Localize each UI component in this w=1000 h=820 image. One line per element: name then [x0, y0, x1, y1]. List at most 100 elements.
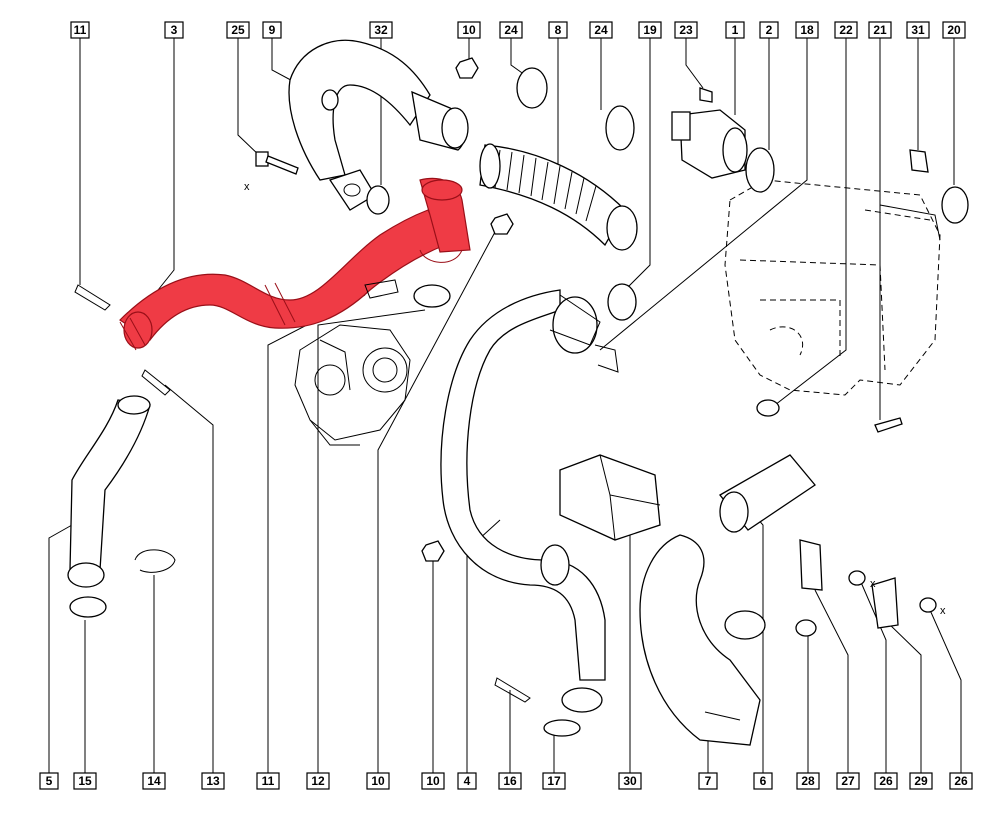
- callout-label: 7: [698, 772, 718, 790]
- callout-label: 20: [942, 21, 966, 39]
- part-11-clip-left: [74, 284, 111, 311]
- svg-text:10: 10: [371, 774, 385, 788]
- callout-label: 5: [39, 772, 59, 790]
- part-21-bolt: [874, 417, 903, 433]
- part-15-seal: [69, 596, 107, 618]
- callout-label: 2: [759, 21, 779, 39]
- callouts-bottom: 5 15 14 13 11 12 10 10 4 16 17 30 7 6 28…: [39, 772, 973, 790]
- callout-label: 4: [457, 772, 477, 790]
- callout-label: 23: [674, 21, 698, 39]
- callout-label: 21: [868, 21, 892, 39]
- callout-label: 11: [256, 772, 280, 790]
- svg-text:30: 30: [623, 774, 637, 788]
- svg-text:6: 6: [760, 774, 767, 788]
- callout-label: 19: [638, 21, 662, 39]
- callout-label: 9: [262, 21, 282, 39]
- callout-label: 27: [836, 772, 860, 790]
- part-1-air-flow-meter: [671, 109, 748, 179]
- part-30-cover: [559, 454, 661, 541]
- callout-label: 11: [70, 21, 90, 39]
- part-9-coupling: [411, 90, 469, 151]
- svg-text:27: 27: [841, 774, 855, 788]
- part-12-seal: [413, 284, 451, 308]
- callout-label: 10: [421, 772, 445, 790]
- svg-text:26: 26: [879, 774, 893, 788]
- part-16-clip: [494, 677, 531, 703]
- svg-text:9: 9: [269, 23, 276, 37]
- part-26-nut: [919, 597, 937, 613]
- part-10-nut-bottom: [421, 540, 445, 562]
- svg-text:16: 16: [503, 774, 517, 788]
- callout-label: 17: [542, 772, 566, 790]
- callout-label: 26: [874, 772, 898, 790]
- svg-text:31: 31: [911, 23, 925, 37]
- part-25-bolt: [255, 151, 299, 175]
- svg-text:1: 1: [732, 23, 739, 37]
- callout-label: 30: [618, 772, 642, 790]
- svg-text:5: 5: [46, 774, 53, 788]
- callout-label: 28: [796, 772, 820, 790]
- svg-text:24: 24: [504, 23, 518, 37]
- svg-text:11: 11: [74, 23, 87, 37]
- svg-text:11: 11: [262, 774, 275, 788]
- part-17-seal: [543, 719, 581, 737]
- callout-label: 31: [906, 21, 930, 39]
- part-8-corrugated-hose: [479, 143, 638, 251]
- svg-text:3: 3: [171, 23, 178, 37]
- part-10-nut-center: [490, 213, 514, 235]
- svg-text:12: 12: [311, 774, 325, 788]
- callout-label: 12: [306, 772, 330, 790]
- part-29-bracket: [871, 577, 899, 629]
- callout-label: 15: [73, 772, 97, 790]
- callout-label: 16: [498, 772, 522, 790]
- part-2-seal: [745, 147, 775, 193]
- svg-text:19: 19: [643, 23, 657, 37]
- part-24-clamp-right: [605, 105, 635, 151]
- svg-text:25: 25: [231, 23, 245, 37]
- part-7-intake-duct: [639, 534, 766, 746]
- svg-text:18: 18: [800, 23, 814, 37]
- svg-text:32: 32: [374, 23, 388, 37]
- part-14-clip: [134, 549, 176, 573]
- callout-label: 14: [142, 772, 166, 790]
- svg-text:15: 15: [78, 774, 92, 788]
- callout-label: 25: [226, 21, 250, 39]
- svg-text:14: 14: [147, 774, 161, 788]
- svg-text:29: 29: [914, 774, 928, 788]
- axis-marks: x x x: [244, 181, 946, 617]
- part-11-clip-center: [364, 279, 399, 299]
- callout-label: 10: [457, 21, 481, 39]
- part-6-hose: [719, 454, 816, 533]
- part-28-seal: [795, 619, 817, 637]
- part-3-intercooler-hose: [119, 177, 471, 351]
- callout-label: 10: [366, 772, 390, 790]
- callouts-top: 11 3 25 9 32 10 24 8 24 19 23 1 2 18 22 …: [70, 21, 966, 39]
- svg-text:17: 17: [547, 774, 561, 788]
- callout-label: 29: [909, 772, 933, 790]
- callout-label: 24: [589, 21, 613, 39]
- part-27-bracket: [799, 539, 823, 591]
- callout-label: 6: [753, 772, 773, 790]
- callout-label: 32: [369, 21, 393, 39]
- callout-label: 26: [949, 772, 973, 790]
- part-32-seal: [366, 185, 390, 215]
- part-5-pipe: [67, 395, 151, 588]
- part-9-intake-manifold: [288, 39, 431, 211]
- part-20-grommet: [941, 186, 969, 224]
- svg-text:10: 10: [462, 23, 476, 37]
- part-22-nut: [756, 399, 780, 417]
- part-24-clamp-left: [516, 67, 548, 109]
- axis-mark: x: [244, 181, 250, 193]
- svg-text:4: 4: [464, 774, 471, 788]
- svg-text:22: 22: [839, 23, 853, 37]
- axis-mark: x: [870, 578, 876, 590]
- svg-text:13: 13: [206, 774, 220, 788]
- callout-label: 8: [548, 21, 568, 39]
- axis-mark: x: [940, 605, 946, 617]
- callout-label: 1: [725, 21, 745, 39]
- svg-text:21: 21: [873, 23, 887, 37]
- svg-text:24: 24: [594, 23, 608, 37]
- part-19-seal: [607, 283, 637, 321]
- callout-label: 24: [499, 21, 523, 39]
